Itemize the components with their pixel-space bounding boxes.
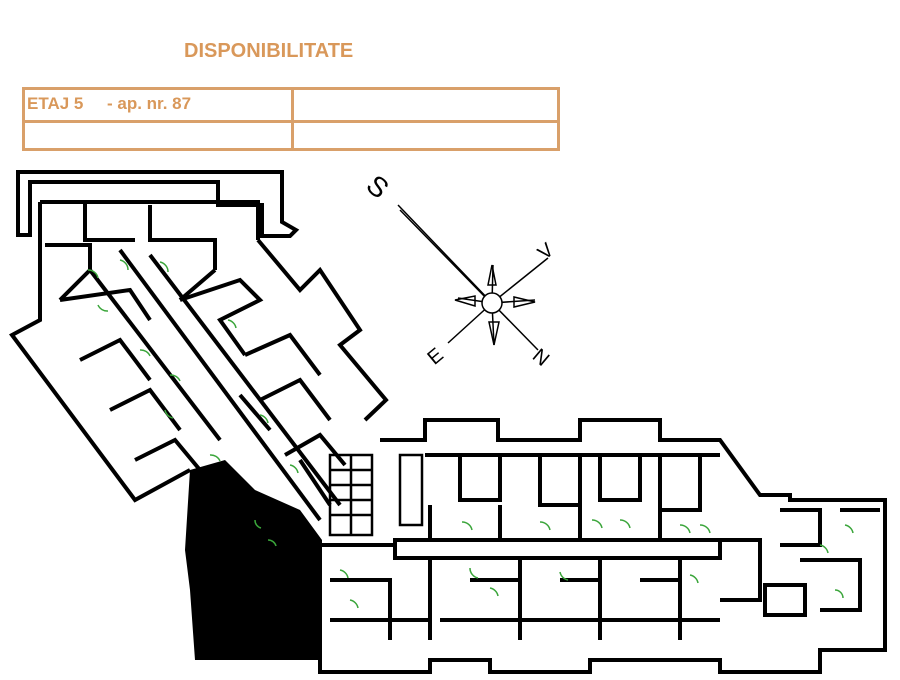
compass-east-label: E	[423, 344, 447, 369]
compass-south-label: S	[361, 169, 395, 205]
compass-rose	[397, 204, 549, 351]
compass-north-label: N	[528, 345, 553, 371]
table-divider-vertical	[291, 90, 294, 148]
apartment-87-shaded	[185, 460, 322, 660]
building-right-wing	[318, 418, 887, 674]
door-swings	[87, 259, 854, 609]
page-title: DISPONIBILITATE	[184, 40, 354, 62]
floor-apartment-label: ETAJ 5 - ap. nr. 87	[27, 94, 192, 113]
compass-west-label: V	[534, 239, 559, 265]
availability-table: ETAJ 5 - ap. nr. 87	[22, 87, 560, 151]
stair-core	[328, 453, 424, 537]
